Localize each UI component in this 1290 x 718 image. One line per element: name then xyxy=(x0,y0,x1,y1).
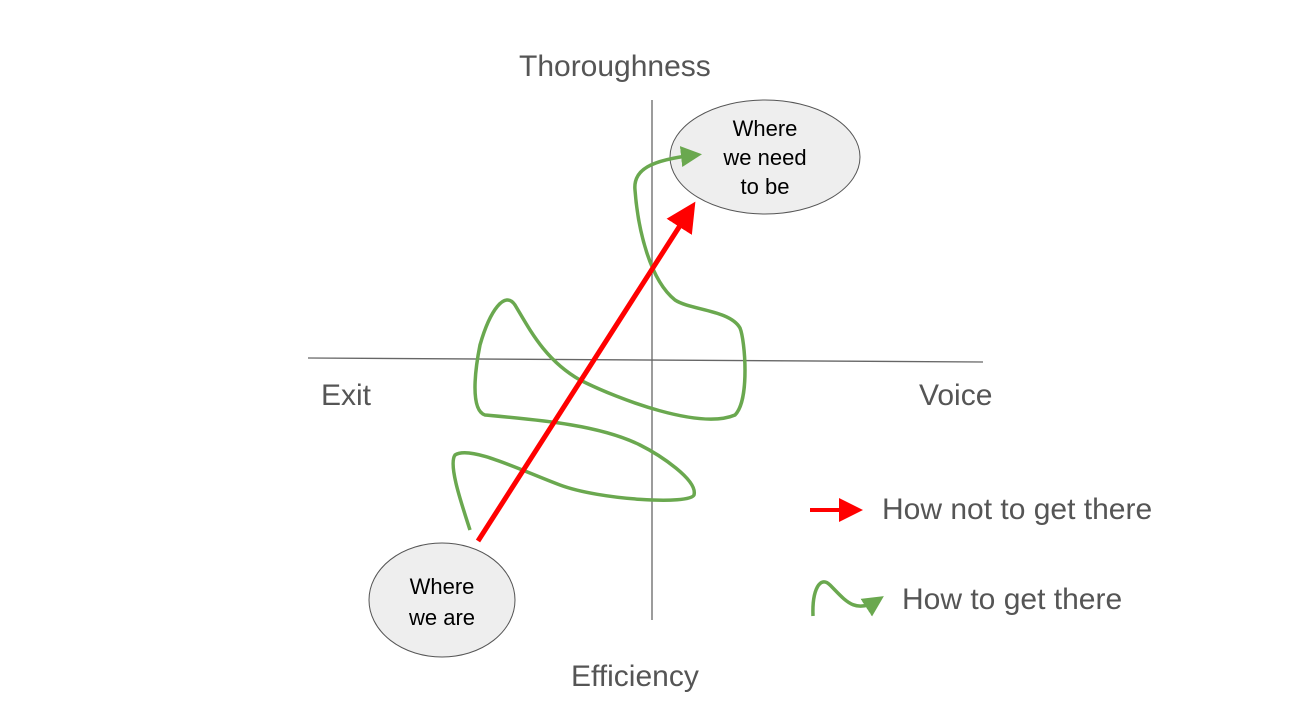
axis-label-right: Voice xyxy=(919,379,993,412)
start-bubble-text: Where we are xyxy=(362,571,522,633)
legend-green-label: How to get there xyxy=(902,583,1123,616)
axis-label-left: Exit xyxy=(321,379,372,412)
target-bubble xyxy=(669,99,861,215)
target-line-2: we need xyxy=(723,145,807,170)
axis-label-top: Thoroughness xyxy=(519,50,711,83)
target-line-3: to be xyxy=(740,174,790,199)
start-line-2: we are xyxy=(408,605,476,630)
horizontal-axis xyxy=(307,357,984,363)
legend-red-label: How not to get there xyxy=(882,493,1153,526)
target-bubble-text: Where we need to be xyxy=(685,114,845,201)
red-direct-arrow xyxy=(475,201,696,543)
start-bubble xyxy=(368,542,516,658)
green-winding-path xyxy=(451,146,747,531)
start-line-1: Where xyxy=(409,574,475,599)
target-line-1: Where xyxy=(732,116,798,141)
axis-label-bottom: Efficiency xyxy=(571,660,699,693)
legend-green-squiggle-icon xyxy=(811,580,884,617)
